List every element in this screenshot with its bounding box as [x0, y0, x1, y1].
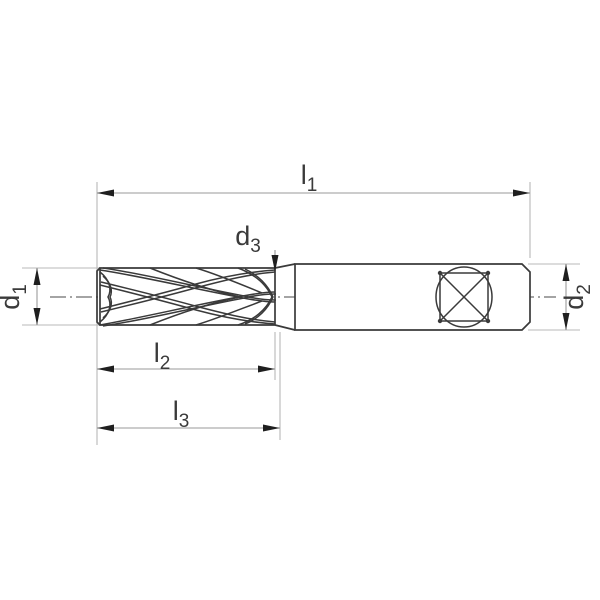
label-l3-base: l	[173, 396, 179, 426]
label-l2-base: l	[154, 338, 160, 368]
label-d2-base: d	[559, 295, 589, 310]
label-l1-sub: 1	[307, 175, 318, 196]
dimension-arrowheads	[33, 189, 570, 432]
tool-end-face	[96, 267, 101, 326]
label-d2-sub: 2	[574, 284, 595, 295]
tool-shank	[294, 263, 531, 331]
label-l1-base: l	[301, 160, 307, 190]
end-mill-tool	[96, 263, 531, 331]
label-l2-sub: 2	[160, 353, 171, 374]
label-d1-base: d	[0, 295, 25, 310]
weldon-corner-dots	[437, 270, 491, 324]
label-l3: l3	[173, 396, 190, 432]
label-d3: d3	[235, 221, 261, 257]
helical-flutes	[99, 267, 277, 327]
label-d1: d1	[0, 284, 31, 310]
label-l1: l1	[301, 160, 318, 196]
label-l2: l2	[154, 338, 171, 374]
label-d3-sub: 3	[250, 236, 261, 257]
tool-flute-body	[99, 267, 276, 326]
label-d3-base: d	[235, 221, 250, 251]
label-l3-sub: 3	[179, 411, 190, 432]
weldon-flat-detail	[435, 266, 493, 328]
tool-neck-taper	[274, 263, 296, 331]
label-d2: d2	[559, 284, 595, 310]
label-d1-sub: 1	[10, 284, 31, 295]
dimension-labels: l1 l2 l3 d3 d1 d2	[0, 160, 595, 432]
